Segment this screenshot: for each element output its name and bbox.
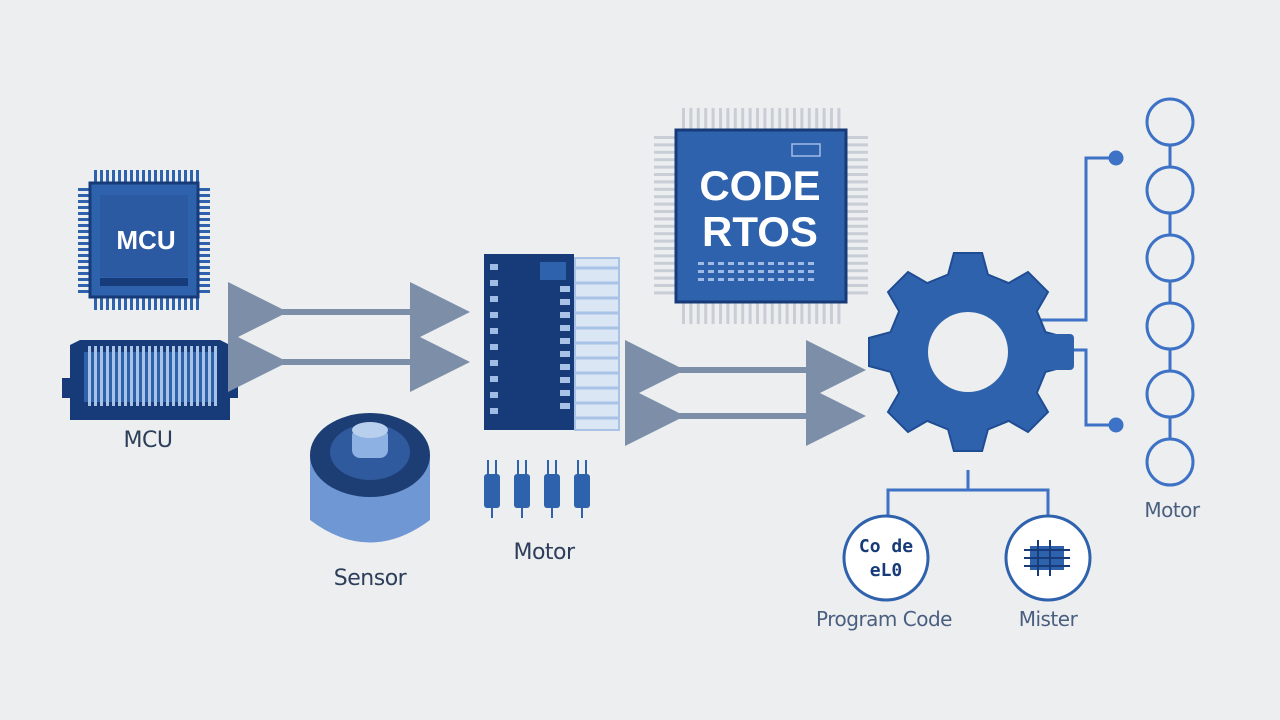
master-label: Mister [1018,607,1078,631]
program-code-label: Program Code [816,607,952,631]
motor-driver-label: Motor [513,540,575,565]
mcu-socket-icon [62,340,238,420]
sensor-icon [310,413,430,543]
code-rtos-chip-icon: CODE RTOS [654,108,868,324]
program-code-icon: Co de eL0 [842,514,930,602]
mcu-chip-icon: MCU [78,170,210,310]
program-code-badge-line1: Co de [859,536,913,557]
motor-chain-label: Motor [1144,498,1200,522]
gear-icon [868,252,1074,452]
motor-transistors-icon [484,460,590,518]
sensor-label: Sensor [333,566,407,591]
program-code-badge-line2: eL0 [870,560,903,581]
code-chip-line1: CODE [699,162,820,209]
motor-driver-board-icon [484,254,620,431]
mcu-chip-text: MCU [116,225,175,255]
mcu-label: MCU [123,428,173,453]
motor-chain-icon [1145,97,1195,487]
code-chip-line2: RTOS [702,208,818,255]
master-icon [1004,514,1092,602]
